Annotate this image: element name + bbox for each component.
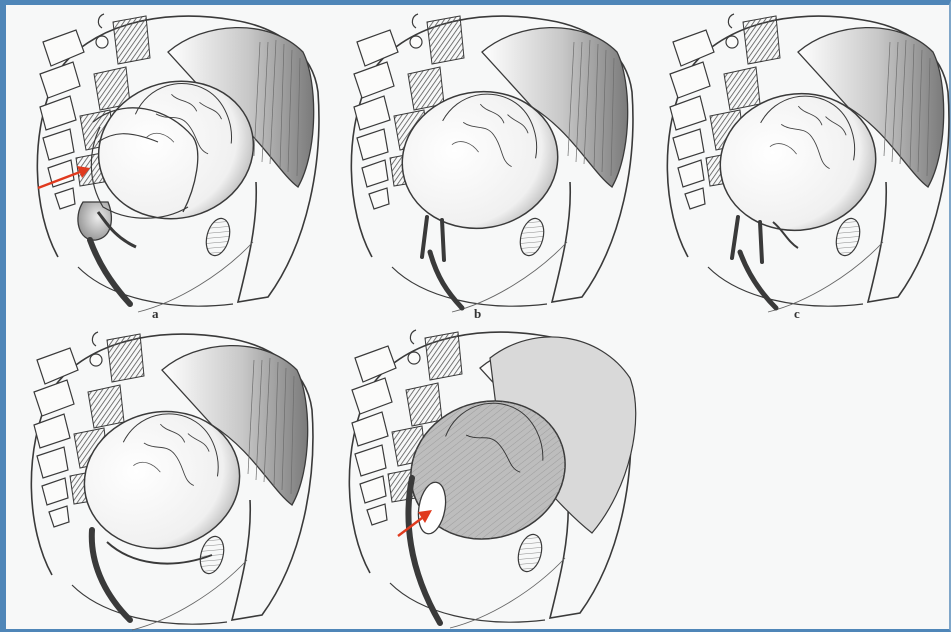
- vaginal-canal: [90, 240, 130, 304]
- panel-b: [351, 14, 633, 312]
- panel-a: [37, 14, 319, 312]
- panel-e: [349, 330, 635, 628]
- panel-label-c: c: [794, 306, 800, 321]
- panel-d: [31, 332, 313, 630]
- panel-label-b: b: [474, 306, 481, 321]
- panel-c: [667, 14, 949, 312]
- cervical-lips: [732, 217, 762, 262]
- birth-canal: [92, 530, 130, 620]
- panel-label-a: a: [152, 306, 159, 321]
